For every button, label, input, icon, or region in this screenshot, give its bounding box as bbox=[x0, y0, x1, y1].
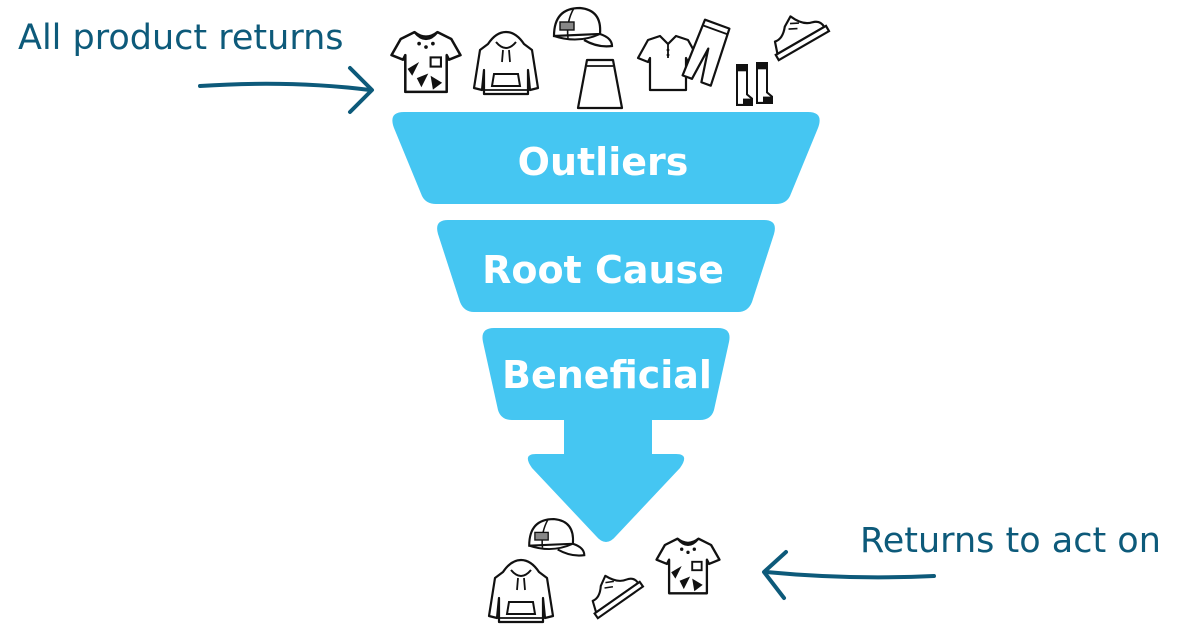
input-arrow bbox=[198, 66, 374, 114]
cap-icon bbox=[528, 518, 586, 557]
cap-icon bbox=[552, 6, 614, 48]
stage-label-beneficial: Beneficial bbox=[502, 353, 712, 397]
socks-icon bbox=[735, 61, 774, 106]
tshirt-icon bbox=[655, 537, 721, 595]
hoodie-icon bbox=[487, 558, 555, 624]
hoodie-icon bbox=[472, 30, 540, 96]
stage-label-outliers: Outliers bbox=[518, 140, 689, 184]
funnel-stage-root-cause bbox=[437, 220, 775, 312]
funnel-stage-beneficial bbox=[482, 328, 730, 420]
input-label: All product returns bbox=[18, 18, 344, 58]
funnel-stage-outliers bbox=[392, 112, 820, 204]
output-arrow bbox=[762, 550, 936, 600]
skirt-icon bbox=[576, 58, 624, 110]
sneaker-icon bbox=[761, 2, 831, 62]
sneaker-icon bbox=[579, 560, 645, 620]
funnel-output-arrow bbox=[527, 420, 685, 542]
tshirt-icon bbox=[390, 30, 462, 94]
stage-label-root-cause: Root Cause bbox=[482, 248, 724, 292]
output-label: Returns to act on bbox=[860, 521, 1161, 561]
